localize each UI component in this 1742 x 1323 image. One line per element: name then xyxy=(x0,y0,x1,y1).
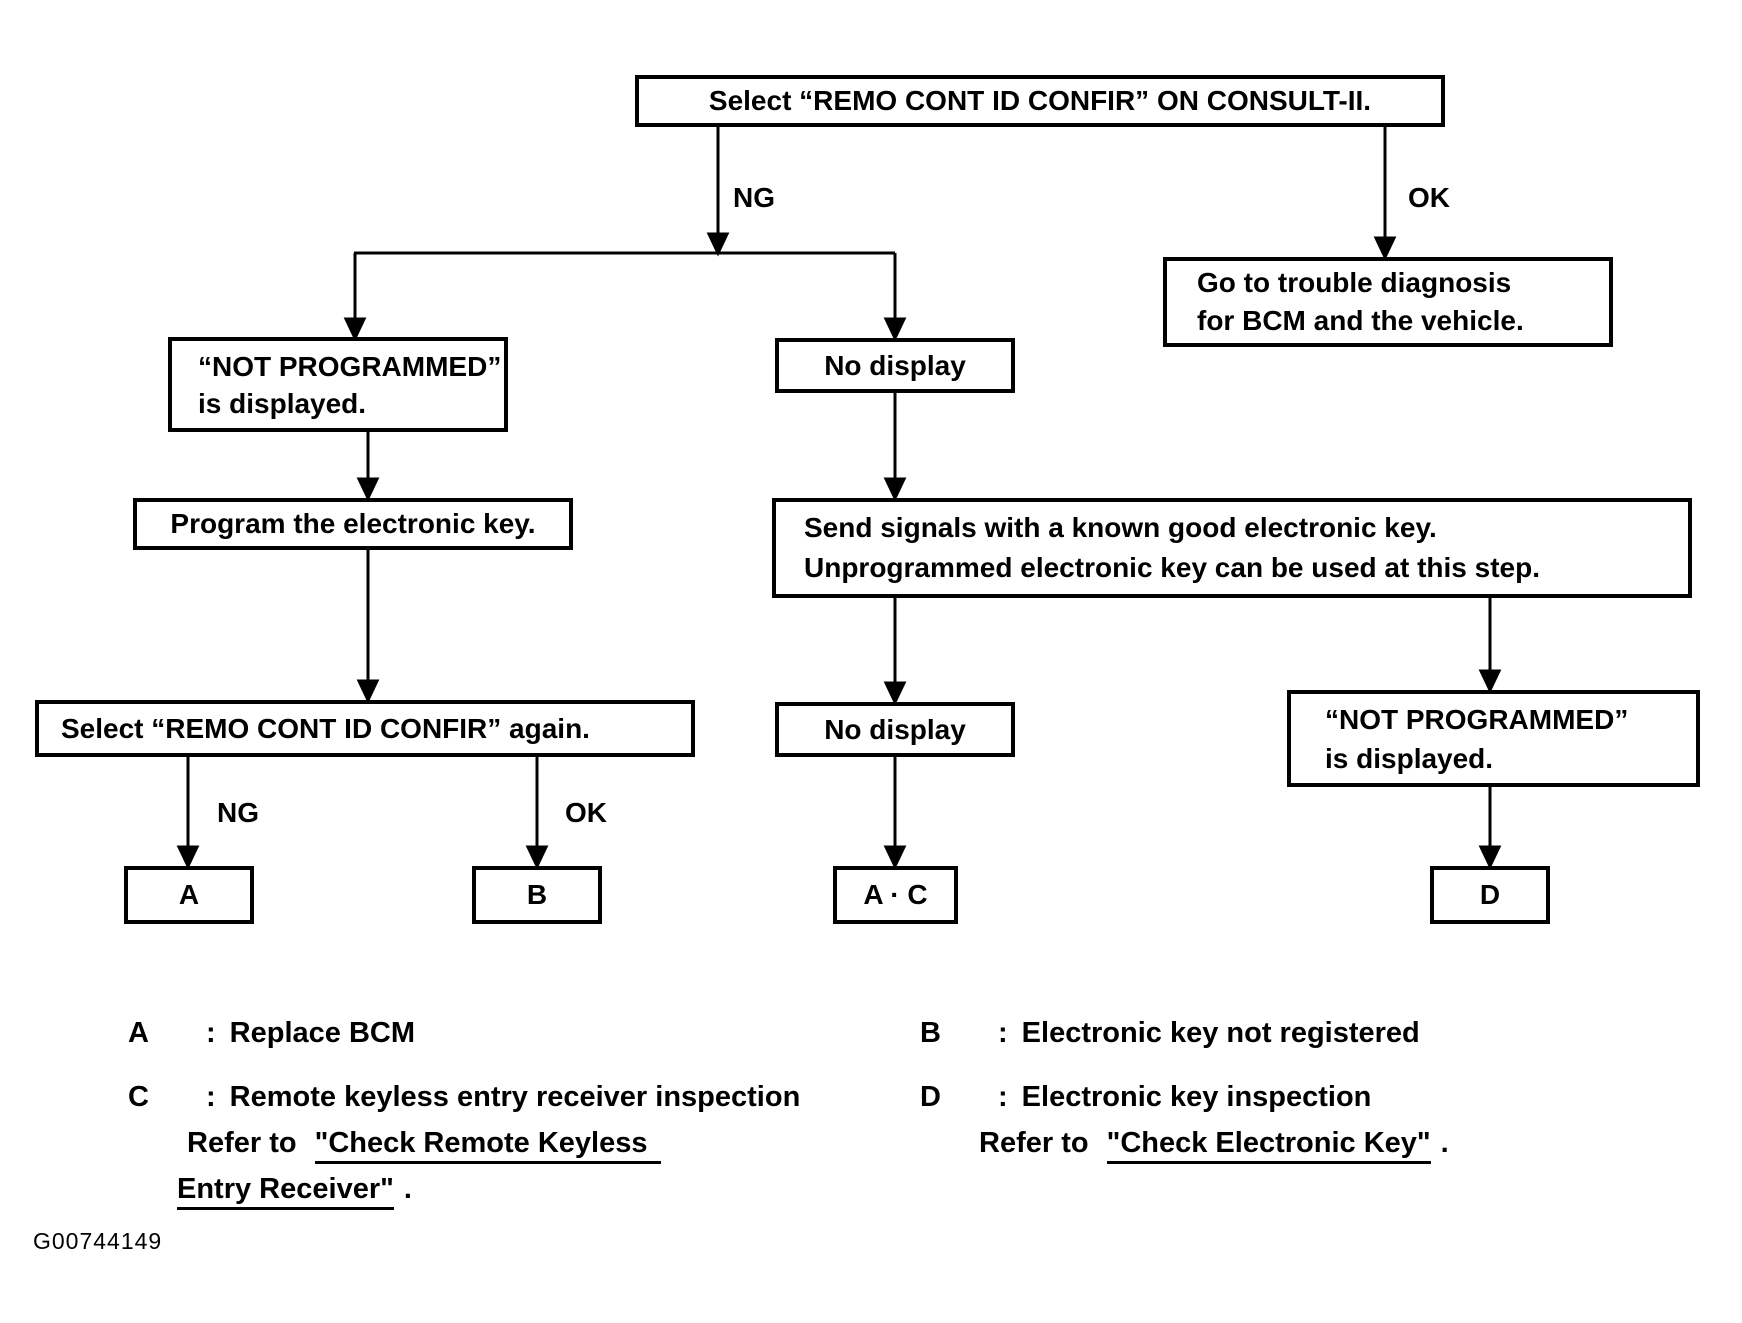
legend-item-d: D: Electronic key inspection Refer to "Che… xyxy=(920,1074,1449,1166)
edge-arrowhead xyxy=(883,681,907,706)
node-not-programmed-displayed-2: “NOT PROGRAMMED” is displayed. xyxy=(1287,690,1700,787)
figure-code: G00744149 xyxy=(33,1228,163,1254)
edge-arrowhead xyxy=(1478,845,1502,870)
node-text-line: Select “REMO CONT ID CONFIR” again. xyxy=(61,712,590,744)
legend-description: Electronic key not registered xyxy=(1021,1017,1420,1049)
node-no-display-2: No display xyxy=(775,702,1015,757)
node-text-line: “NOT PROGRAMMED” xyxy=(1325,703,1629,735)
edge-arrowhead xyxy=(706,232,730,257)
node-send-signals: Send signals with a known good electroni… xyxy=(772,498,1692,598)
edge-nd1-send xyxy=(883,393,907,502)
legend-item-b: B: Electronic key not registered xyxy=(920,1010,1420,1056)
legend-line: D: Electronic key inspection xyxy=(920,1074,1449,1120)
node-not-programmed-displayed-1: “NOT PROGRAMMED” is displayed. xyxy=(168,337,508,432)
node-result-b: B xyxy=(472,866,602,924)
edge-arrowhead xyxy=(356,477,380,502)
edge-arrowhead xyxy=(883,845,907,870)
legend-refer-line: Refer to "Check Electronic Key". xyxy=(979,1120,1449,1166)
refer-prefix: Refer to xyxy=(187,1127,297,1159)
legend-letter: B xyxy=(920,1017,941,1049)
node-no-display-1: No display xyxy=(775,338,1015,393)
legend-refer-line: Entry Receiver". xyxy=(177,1166,800,1212)
edge-nb2-d xyxy=(1478,787,1502,870)
edge-arrowhead xyxy=(343,317,367,342)
link-check-remote-keyless-entry-receiver[interactable]: Entry Receiver" xyxy=(177,1173,394,1210)
legend-separator: : xyxy=(206,1081,216,1113)
link-check-electronic-key[interactable]: "Check Electronic Key" xyxy=(1106,1127,1431,1164)
edge-again-ng-a xyxy=(176,757,200,870)
edge-send-nd2 xyxy=(883,598,907,706)
legend-suffix: . xyxy=(403,1173,412,1205)
node-result-d: D xyxy=(1430,866,1550,924)
edge-arrowhead xyxy=(176,845,200,870)
edge-label-ng-2: NG xyxy=(217,797,259,828)
edge-nd2-ac xyxy=(883,757,907,870)
legend-separator: : xyxy=(998,1017,1008,1049)
node-result-a-c: A · C xyxy=(833,866,958,924)
edge-send-nb2 xyxy=(1478,598,1502,694)
edge-start-ok xyxy=(1373,127,1397,261)
node-text-line: Go to trouble diagnosis xyxy=(1197,267,1512,298)
link-check-remote-keyless-entry-receiver[interactable]: "Check Remote Keyless xyxy=(314,1127,662,1164)
node-text-line: is displayed. xyxy=(198,387,367,419)
legend-letter: C xyxy=(128,1081,149,1113)
legend-item-c: C: Remote keyless entry receiver inspecti… xyxy=(128,1074,800,1212)
edge-arrowhead xyxy=(883,317,907,342)
node-text-line: Unprogrammed electronic key can be used … xyxy=(804,552,1540,583)
legend-description: Replace BCM xyxy=(229,1017,415,1049)
node-text-line: Send signals with a known good electroni… xyxy=(804,512,1437,543)
node-text-line: is displayed. xyxy=(1325,742,1494,774)
refer-prefix: Refer to xyxy=(979,1127,1089,1159)
legend-item-a: A: Replace BCM xyxy=(128,1010,415,1056)
edge-again-ok-b xyxy=(525,757,549,870)
legend-refer-line: Refer to "Check Remote Keyless xyxy=(187,1120,800,1166)
legend-letter: D xyxy=(920,1081,941,1113)
legend-line: B: Electronic key not registered xyxy=(920,1010,1420,1056)
edge-arrowhead xyxy=(356,679,380,704)
node-text-line: for BCM and the vehicle. xyxy=(1197,305,1524,336)
edge-prog-again xyxy=(356,550,380,704)
legend-line: A: Replace BCM xyxy=(128,1010,415,1056)
node-select-remo-cont-id-confir: Select “REMO CONT ID CONFIR” ON CONSULT-… xyxy=(635,75,1445,127)
edge-nb1-prog xyxy=(356,432,380,502)
node-select-remo-cont-id-confir-again: Select “REMO CONT ID CONFIR” again. xyxy=(35,700,695,757)
edge-arrowhead xyxy=(1373,236,1397,261)
edge-ng-split xyxy=(343,251,907,342)
node-program-electronic-key: Program the electronic key. xyxy=(133,498,573,550)
legend-description: Electronic key inspection xyxy=(1021,1081,1372,1113)
edge-label-ok-1: OK xyxy=(1408,182,1450,213)
edge-arrowhead xyxy=(525,845,549,870)
edge-label-ng-1: NG xyxy=(733,182,775,213)
edge-arrowhead xyxy=(1478,669,1502,694)
legend-line: C: Remote keyless entry receiver inspecti… xyxy=(128,1074,800,1120)
legend-suffix: . xyxy=(1440,1127,1449,1159)
edge-arrowhead xyxy=(883,477,907,502)
legend-letter: A xyxy=(128,1017,149,1049)
legend-separator: : xyxy=(998,1081,1008,1113)
legend-separator: : xyxy=(206,1017,216,1049)
edge-start-ng xyxy=(706,127,730,257)
node-go-to-trouble-diagnosis: Go to trouble diagnosis for BCM and the … xyxy=(1163,257,1613,347)
legend-description: Remote keyless entry receiver inspection xyxy=(229,1081,801,1113)
edge-label-ok-2: OK xyxy=(565,797,607,828)
node-text-line: “NOT PROGRAMMED” xyxy=(198,350,502,382)
node-result-a: A xyxy=(124,866,254,924)
